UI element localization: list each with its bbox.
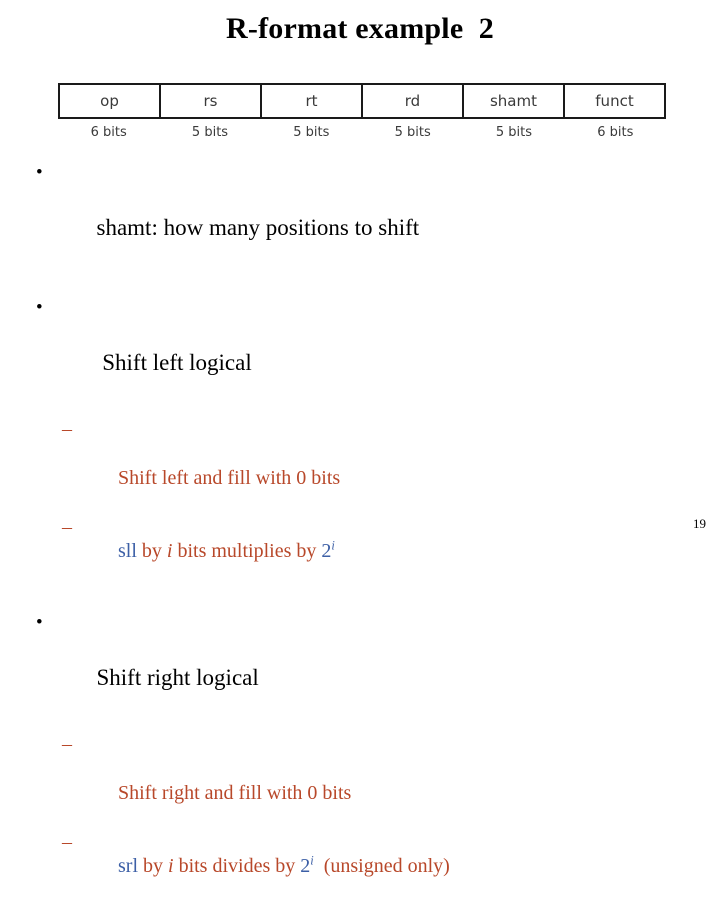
field-width-labels: 6 bits 5 bits 5 bits 5 bits 5 bits 6 bit…: [58, 125, 666, 140]
slide-canvas: R-format example 2 op rs rt rd shamt fun…: [36, 12, 706, 877]
table-cell-rd: rd: [361, 83, 464, 119]
spacer: [0, 718, 720, 732]
power-base: 2: [321, 539, 332, 562]
spacer: [0, 403, 720, 417]
field-width-rd: 5 bits: [394, 125, 431, 140]
subbullet-shift-right-fill: – Shift right and fill with 0 bits: [0, 732, 720, 830]
bullet-marker-icon: •: [36, 296, 43, 318]
table-cell-rs: rs: [159, 83, 262, 119]
dash-marker-icon: –: [62, 733, 72, 756]
subbullet-text-tail: (unsigned only): [313, 855, 450, 878]
slide-body: • shamt: how many positions to shift • S…: [0, 160, 720, 903]
subbullet-text: Shift right and fill with 0 bits: [118, 782, 352, 805]
bullet-text: Shift left logical: [96, 349, 252, 375]
bullet-shift-left-logical: • Shift left logical: [0, 295, 720, 404]
spacer: [0, 588, 720, 610]
table-cell-rt: rt: [260, 83, 363, 119]
field-width-funct: 6 bits: [597, 125, 634, 140]
bullet-shift-right-logical: • Shift right logical: [0, 610, 720, 719]
bullet-marker-icon: •: [36, 162, 43, 183]
power-expression: 2i: [321, 538, 335, 562]
subbullet-text-a: by: [136, 539, 167, 562]
subbullet-text-b: bits divides by: [173, 855, 301, 878]
field-width-shamt: 5 bits: [495, 125, 533, 140]
table-cell-op: op: [58, 83, 161, 119]
bullet-shamt-description: • shamt: how many positions to shift: [0, 160, 720, 269]
dash-marker-icon: –: [62, 515, 72, 538]
field-width-rs: 5 bits: [191, 125, 229, 140]
power-exponent: i: [331, 538, 335, 553]
field-width-op: 6 bits: [90, 125, 127, 140]
table-row: op rs rt rd shamt funct: [58, 83, 666, 119]
power-expression: 2i: [300, 854, 313, 878]
table-cell-shamt: shamt: [462, 83, 565, 119]
table-cell-funct: funct: [563, 83, 666, 119]
page-title: R-format example 2: [226, 12, 494, 45]
power-base: 2: [300, 855, 311, 878]
page-number: 19: [693, 516, 706, 531]
mnemonic-srl: srl: [118, 855, 138, 878]
bullet-text: Shift right logical: [96, 664, 259, 690]
bullet-marker-icon: •: [36, 611, 43, 633]
field-width-rt: 5 bits: [293, 125, 330, 140]
spacer: [0, 269, 720, 295]
bullet-text: shamt: how many positions to shift: [96, 215, 420, 241]
instruction-format-diagram: op rs rt rd shamt funct 6 bits 5 bits 5 …: [58, 83, 666, 140]
instruction-format-table: op rs rt rd shamt funct: [58, 83, 666, 119]
subbullet-srl-divides: –srl by i bits divides by 2i (unsigned o…: [0, 830, 720, 903]
dash-marker-icon: –: [62, 830, 72, 853]
subbullet-sll-multiplies: – sll by i bits multiplies by 2i: [0, 515, 720, 588]
subbullet-text-a: by: [138, 855, 168, 878]
dash-marker-icon: –: [62, 418, 72, 440]
mnemonic-sll: sll: [118, 539, 137, 562]
subbullet-text: Shift left and fill with 0 bits: [118, 466, 341, 489]
subbullet-text-b: bits multiplies by: [172, 539, 322, 562]
subbullet-shift-left-fill: – Shift left and fill with 0 bits: [0, 417, 720, 515]
